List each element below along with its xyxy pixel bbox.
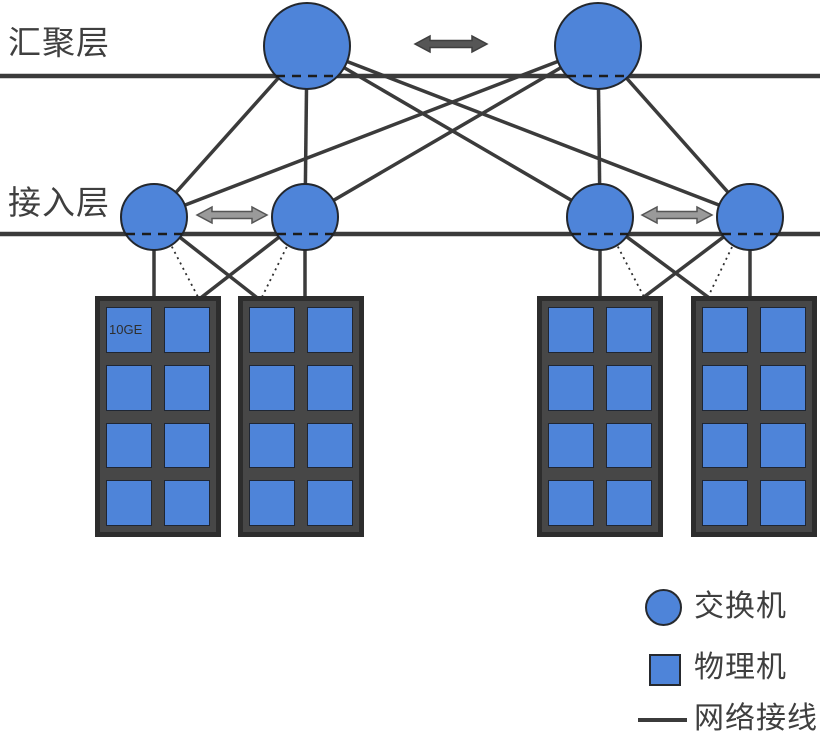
aggregation-layer-label: 汇聚层: [8, 24, 110, 61]
aggregation-access-links: [152, 44, 752, 219]
server: [606, 422, 652, 469]
access-rack-links: [152, 215, 752, 302]
server: [702, 480, 748, 526]
server: [249, 307, 295, 353]
server: [249, 364, 295, 411]
server: [548, 480, 594, 526]
server: [106, 364, 152, 411]
dotted-acc4-rack4: [707, 219, 746, 298]
server: [606, 364, 652, 411]
aggregation-switch-1: [263, 2, 351, 90]
server: [548, 364, 594, 411]
server: [307, 480, 353, 526]
access-switch-3: [566, 183, 634, 251]
server: [760, 307, 806, 353]
server: [164, 364, 210, 411]
dashed-layer-chords: [126, 74, 778, 236]
server: [164, 480, 210, 526]
server: [164, 307, 210, 353]
access-switch-2: [271, 183, 339, 251]
access-switch-1: [120, 183, 188, 251]
server: [106, 480, 152, 526]
aggregation-switch-2: [554, 2, 642, 90]
peer-link-arrows: [195, 34, 714, 225]
server: [548, 422, 594, 469]
dotted-acc2-rack2: [261, 219, 301, 298]
legend-switch-label: 交换机: [694, 590, 787, 623]
server: [702, 307, 748, 353]
legend-network-line-icon: [638, 718, 687, 722]
dotted-acc3-rack3: [603, 219, 645, 298]
server: [760, 422, 806, 469]
legend-switch-icon: [645, 589, 682, 626]
legend-server-label: 物理机: [694, 651, 787, 684]
server-rack-2: [238, 296, 364, 537]
dotted-acc1-rack1: [157, 219, 199, 298]
server: [307, 364, 353, 411]
server: [760, 364, 806, 411]
switch-nodes: [120, 2, 784, 251]
server: [249, 422, 295, 469]
server: [106, 422, 152, 469]
server: [307, 307, 353, 353]
server: [164, 422, 210, 469]
server: [760, 480, 806, 526]
server-rack-4: [691, 296, 817, 537]
access-switch-4: [716, 183, 784, 251]
double-arrow-access-left: [195, 205, 269, 225]
access-layer-label: 接入层: [8, 184, 110, 221]
server: [702, 364, 748, 411]
server: [548, 307, 594, 353]
server-10ge: 10GE: [106, 307, 152, 353]
double-arrow-aggregation: [413, 34, 489, 54]
server: [249, 480, 295, 526]
server: [606, 307, 652, 353]
server-rack-1: 10GE: [95, 296, 221, 537]
server: [606, 480, 652, 526]
access-rack-dotted-links: [157, 219, 746, 298]
server-rack-3: [537, 296, 663, 537]
server: [307, 422, 353, 469]
double-arrow-access-right: [640, 205, 714, 225]
server: [702, 422, 748, 469]
legend-server-icon: [649, 654, 681, 686]
legend-network-line-label: 网络接线: [694, 702, 818, 735]
